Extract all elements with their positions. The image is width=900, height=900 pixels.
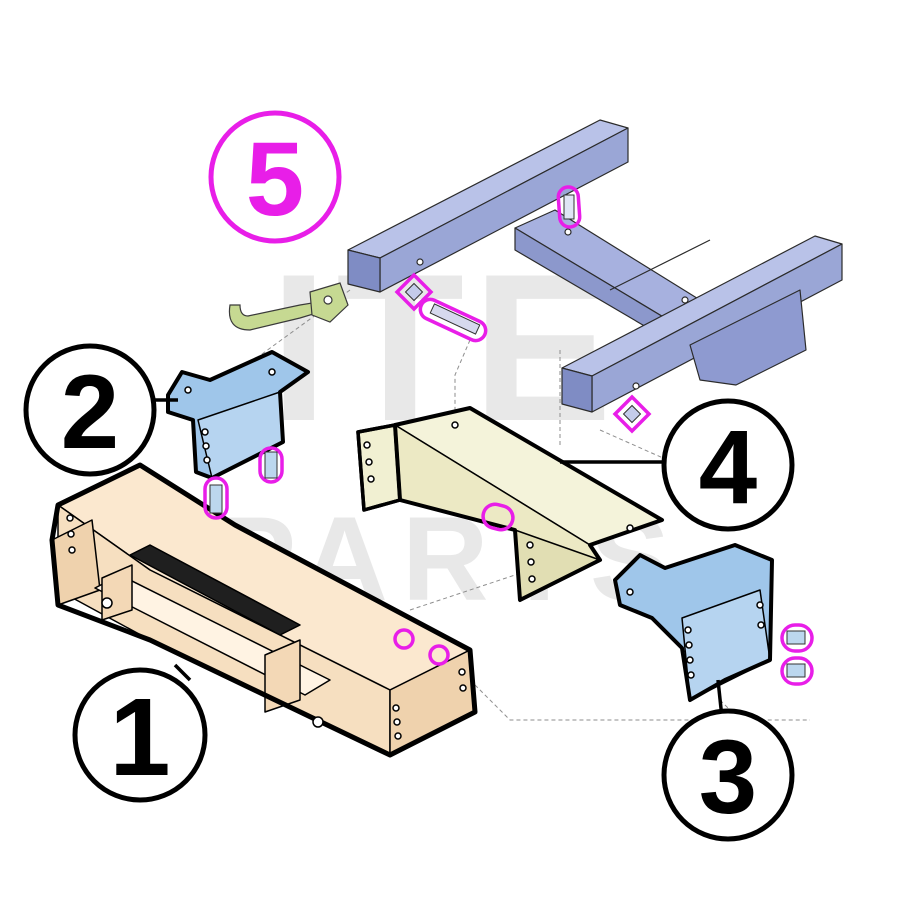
right-side-bracket xyxy=(613,543,774,702)
callout-1-label: 1 xyxy=(109,676,170,799)
center-support-bracket xyxy=(356,406,664,602)
tow-hook xyxy=(228,282,349,331)
callout-5-label: 5 xyxy=(246,121,304,238)
bolt-highlight xyxy=(780,656,814,686)
bolt-highlight xyxy=(258,446,284,484)
nut-highlight xyxy=(612,394,652,434)
callout-2: 2 xyxy=(23,343,157,477)
nut-highlight xyxy=(394,272,434,312)
callout-4-label: 4 xyxy=(699,409,757,526)
bolt-highlight xyxy=(393,628,415,650)
callout-2-label: 2 xyxy=(61,354,119,471)
callout-3-label: 3 xyxy=(699,719,757,836)
callout-5: 5 xyxy=(208,110,342,244)
callout-4: 4 xyxy=(661,398,795,532)
pin-highlight xyxy=(418,297,488,343)
bolt-highlight xyxy=(428,644,450,666)
callout-1: 1 xyxy=(72,667,208,803)
hardware-parts xyxy=(209,194,806,678)
main-bumper-frame xyxy=(49,462,478,758)
bolt-highlight xyxy=(780,623,814,653)
bolt-highlight xyxy=(203,476,229,520)
callout-3: 3 xyxy=(661,708,795,842)
bolt-highlight xyxy=(481,502,515,532)
vehicle-frame xyxy=(347,119,843,413)
bolt-highlight xyxy=(556,185,582,229)
hardware-highlights xyxy=(203,185,814,686)
